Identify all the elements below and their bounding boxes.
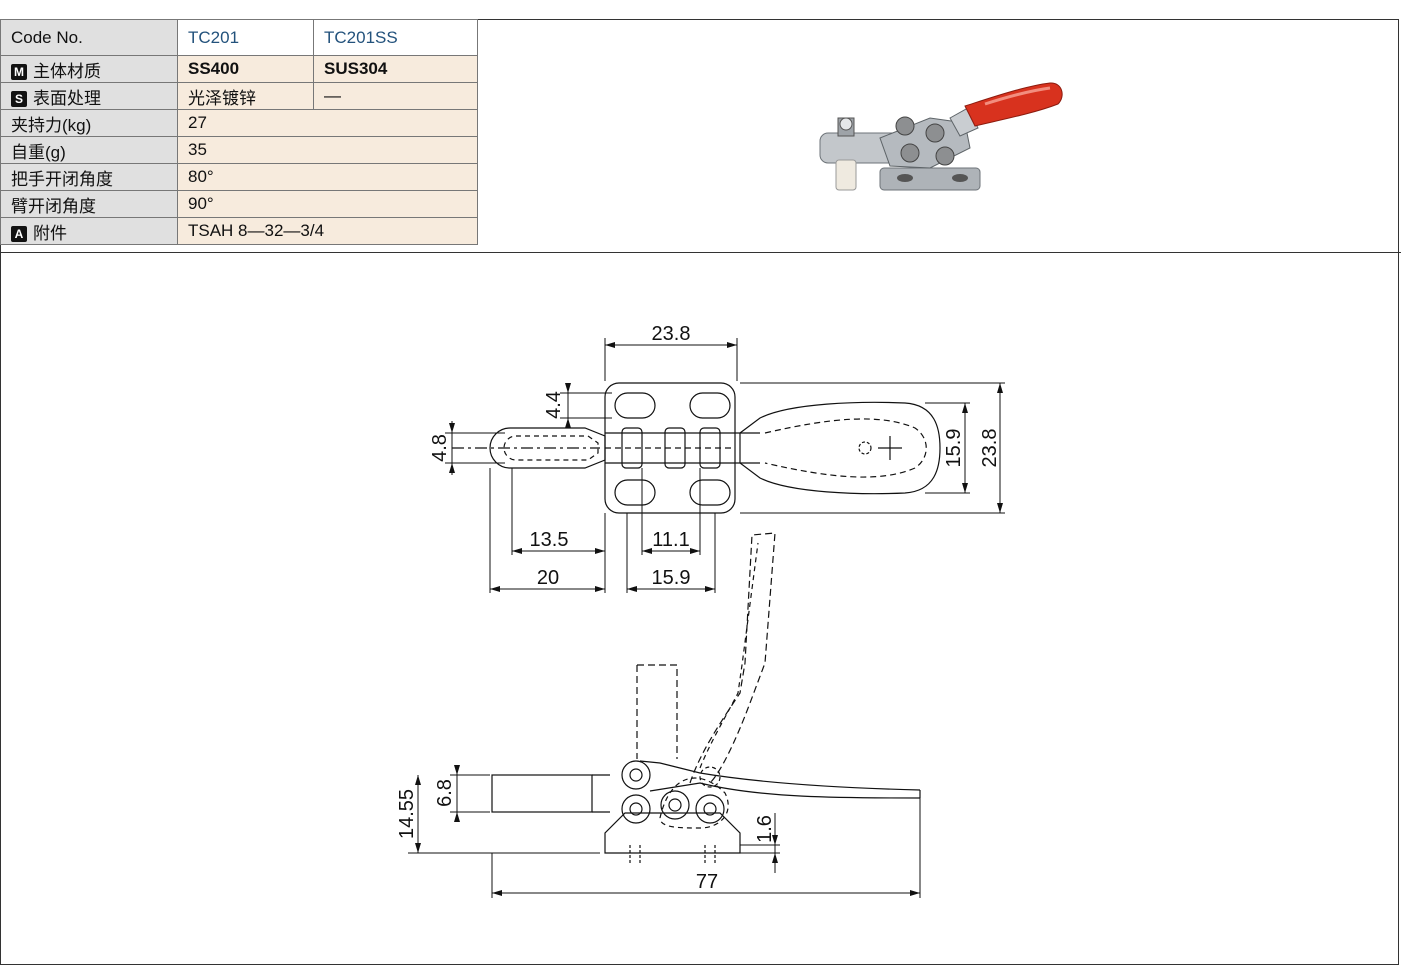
arm-angle-value: 90° xyxy=(177,190,478,218)
dim-overall-length: 77 xyxy=(696,871,718,893)
arm-angle-row: 臂开闭角度 90° xyxy=(0,190,478,218)
dim-arm-length: 20 xyxy=(537,567,559,589)
arm-angle-label: 臂开闭角度 xyxy=(0,190,178,218)
spec-table: Code No. TC201 TC201SS M 主体材质 SS400 SUS30… xyxy=(0,19,478,245)
handle-angle-row: 把手开闭角度 80° xyxy=(0,163,478,191)
dim-overall-height: 14.55 xyxy=(396,789,418,839)
top-view xyxy=(452,382,941,514)
code-row: Code No. TC201 TC201SS xyxy=(0,19,478,56)
side-view xyxy=(491,532,921,863)
dim-slot-offset: 4.4 xyxy=(543,391,565,419)
weight-value: 35 xyxy=(177,136,478,164)
weight-row: 自重(g) 35 xyxy=(0,136,478,164)
dim-arm-tip-to-pivot: 13.5 xyxy=(530,529,569,551)
dim-handle-width: 15.9 xyxy=(943,429,965,468)
code-label: Code No. xyxy=(0,19,178,56)
code-tc201ss: TC201SS xyxy=(313,19,478,56)
dim-base-thickness: 1.6 xyxy=(754,815,776,843)
clamp-force-row: 夹持力(kg) 27 xyxy=(0,109,478,137)
toggle-clamp-photo xyxy=(819,82,1063,191)
accessory-value: TSAH 8—32—3/4 xyxy=(177,217,478,245)
surface-value-2: — xyxy=(313,82,478,110)
page-frame xyxy=(0,19,1399,965)
accessory-label: 附件 xyxy=(33,223,67,243)
surface-label: 表面处理 xyxy=(33,88,101,108)
material-label: 主体材质 xyxy=(33,61,101,81)
section-divider xyxy=(0,252,1401,253)
accessory-badge-icon: A xyxy=(11,225,27,242)
clamp-force-label: 夹持力(kg) xyxy=(0,109,178,137)
dim-base-hole-span: 15.9 xyxy=(652,567,691,589)
clamp-force-value: 27 xyxy=(177,109,478,137)
surface-badge-icon: S xyxy=(11,90,27,107)
dim-arm-thickness: 6.8 xyxy=(434,779,456,807)
surface-value-1: 光泽镀锌 xyxy=(177,82,314,110)
handle-angle-label: 把手开闭角度 xyxy=(0,163,178,191)
material-value-2: SUS304 xyxy=(313,55,478,83)
material-badge-icon: M xyxy=(11,63,27,80)
material-row: M 主体材质 SS400 SUS304 xyxy=(0,55,478,83)
code-tc201: TC201 xyxy=(177,19,314,56)
material-value-1: SS400 xyxy=(177,55,314,83)
dim-pivot-spacing: 11.1 xyxy=(652,529,689,551)
handle-angle-value: 80° xyxy=(177,163,478,191)
dim-arm-width: 4.8 xyxy=(429,434,451,462)
weight-label: 自重(g) xyxy=(0,136,178,164)
technical-drawing: 23.8 4.4 4.8 15.9 23.8 13.5 20 11.1 15.9… xyxy=(396,323,1005,898)
dim-base-width: 23.8 xyxy=(652,323,691,345)
accessory-row: A 附件 TSAH 8—32—3/4 xyxy=(0,217,478,245)
surface-row: S 表面处理 光泽镀锌 — xyxy=(0,82,478,110)
dim-overall-width: 23.8 xyxy=(979,429,1001,468)
